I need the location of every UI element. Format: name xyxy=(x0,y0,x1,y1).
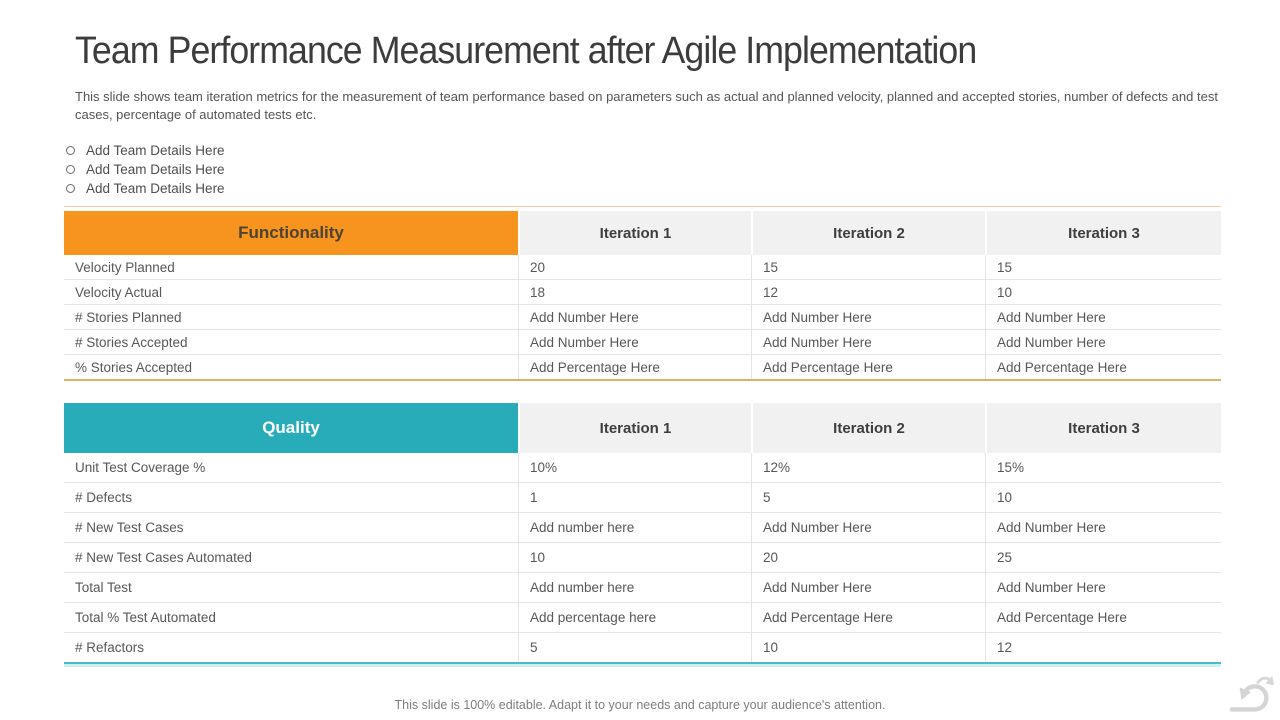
placeholder-cell[interactable]: Add Number Here xyxy=(751,573,985,602)
circle-bullet-icon xyxy=(66,146,75,155)
team-details-list: Add Team Details Here Add Team Details H… xyxy=(66,143,225,196)
table-row: Velocity Actual 18 12 10 xyxy=(64,280,1221,305)
table-row: % Stories Accepted Add Percentage Here A… xyxy=(64,355,1221,379)
team-detail-item[interactable]: Add Team Details Here xyxy=(66,143,225,158)
placeholder-cell[interactable]: Add Percentage Here xyxy=(751,603,985,632)
cell-value: 12% xyxy=(751,453,985,482)
cell-value: 10 xyxy=(985,280,1221,304)
table-row: # Defects 1 5 10 xyxy=(64,483,1221,513)
placeholder-cell[interactable]: Add Number Here xyxy=(985,330,1221,354)
placeholder-cell[interactable]: Add Percentage Here xyxy=(985,355,1221,379)
row-label: Velocity Actual xyxy=(75,284,163,300)
row-label: # Stories Accepted xyxy=(75,334,188,350)
cell-value: 10 xyxy=(751,633,985,662)
team-detail-label: Add Team Details Here xyxy=(86,162,225,177)
functionality-table: Functionality Iteration 1 Iteration 2 It… xyxy=(64,206,1221,381)
cell-value: 20 xyxy=(518,255,751,279)
functionality-table-header: Functionality Iteration 1 Iteration 2 It… xyxy=(64,211,1221,255)
cell-value: 15% xyxy=(985,453,1221,482)
table-row: # Stories Accepted Add Number Here Add N… xyxy=(64,330,1221,355)
cell-value: 10 xyxy=(985,483,1221,512)
cell-value: 15 xyxy=(751,255,985,279)
quality-table-header: Quality Iteration 1 Iteration 2 Iteratio… xyxy=(64,403,1221,453)
table-row: # Stories Planned Add Number Here Add Nu… xyxy=(64,305,1221,330)
row-label: # New Test Cases Automated xyxy=(75,550,252,565)
row-label: Total % Test Automated xyxy=(75,610,216,625)
cell-value: 20 xyxy=(751,543,985,572)
table-row: Total % Test Automated Add percentage he… xyxy=(64,603,1221,633)
cell-value: 25 xyxy=(985,543,1221,572)
placeholder-cell[interactable]: Add percentage here xyxy=(518,603,751,632)
circle-bullet-icon xyxy=(66,165,75,174)
row-label: # New Test Cases xyxy=(75,520,184,535)
row-label: # Refactors xyxy=(75,640,145,655)
cell-value: 18 xyxy=(518,280,751,304)
table-row: Total Test Add number here Add Number He… xyxy=(64,573,1221,603)
cell-value: 10 xyxy=(518,543,751,572)
placeholder-cell[interactable]: Add Number Here xyxy=(518,330,751,354)
table-row: Velocity Planned 20 15 15 xyxy=(64,255,1221,280)
placeholder-cell[interactable]: Add Number Here xyxy=(518,305,751,329)
slide-description: This slide shows team iteration metrics … xyxy=(75,89,1218,122)
table-row: Unit Test Coverage % 10% 12% 15% xyxy=(64,453,1221,483)
placeholder-cell[interactable]: Add Number Here xyxy=(751,330,985,354)
cell-value: 5 xyxy=(751,483,985,512)
placeholder-cell[interactable]: Add Number Here xyxy=(985,573,1221,602)
page-title: Team Performance Measurement after Agile… xyxy=(75,30,977,72)
placeholder-cell[interactable]: Add Number Here xyxy=(985,513,1221,542)
brand-logo-icon xyxy=(1229,675,1275,712)
circle-bullet-icon xyxy=(66,184,75,193)
iteration-2-header: Iteration 2 xyxy=(751,211,985,255)
team-detail-label: Add Team Details Here xyxy=(86,143,225,158)
table-row: # New Test Cases Automated 10 20 25 xyxy=(64,543,1221,573)
placeholder-cell[interactable]: Add Percentage Here xyxy=(751,355,985,379)
row-label: # Defects xyxy=(75,490,133,505)
team-detail-item[interactable]: Add Team Details Here xyxy=(66,162,225,177)
cell-value: 1 xyxy=(518,483,751,512)
row-label: % Stories Accepted xyxy=(75,359,193,375)
team-detail-item[interactable]: Add Team Details Here xyxy=(66,181,225,196)
iteration-2-header: Iteration 2 xyxy=(751,403,985,453)
functionality-header-cell: Functionality xyxy=(64,211,518,255)
quality-table: Quality Iteration 1 Iteration 2 Iteratio… xyxy=(64,403,1221,664)
table-row: # Refactors 5 10 12 xyxy=(64,633,1221,662)
cell-value: 10% xyxy=(518,453,751,482)
placeholder-cell[interactable]: Add number here xyxy=(518,573,751,602)
placeholder-cell[interactable]: Add Number Here xyxy=(985,305,1221,329)
team-detail-label: Add Team Details Here xyxy=(86,181,225,196)
cell-value: 15 xyxy=(985,255,1221,279)
iteration-3-header: Iteration 3 xyxy=(985,403,1221,453)
cell-value: 12 xyxy=(985,633,1221,662)
placeholder-cell[interactable]: Add Percentage Here xyxy=(518,355,751,379)
row-label: Unit Test Coverage % xyxy=(75,460,206,475)
table-row: # New Test Cases Add number here Add Num… xyxy=(64,513,1221,543)
iteration-1-header: Iteration 1 xyxy=(518,211,751,255)
quality-header-cell: Quality xyxy=(64,403,518,453)
placeholder-cell[interactable]: Add Number Here xyxy=(751,305,985,329)
row-label: # Stories Planned xyxy=(75,309,182,325)
iteration-1-header: Iteration 1 xyxy=(518,403,751,453)
cell-value: 5 xyxy=(518,633,751,662)
placeholder-cell[interactable]: Add Number Here xyxy=(751,513,985,542)
iteration-3-header: Iteration 3 xyxy=(985,211,1221,255)
footer-note: This slide is 100% editable. Adapt it to… xyxy=(394,698,886,712)
row-label: Velocity Planned xyxy=(75,259,175,275)
row-label: Total Test xyxy=(75,580,132,595)
placeholder-cell[interactable]: Add number here xyxy=(518,513,751,542)
cell-value: 12 xyxy=(751,280,985,304)
placeholder-cell[interactable]: Add Percentage Here xyxy=(985,603,1221,632)
